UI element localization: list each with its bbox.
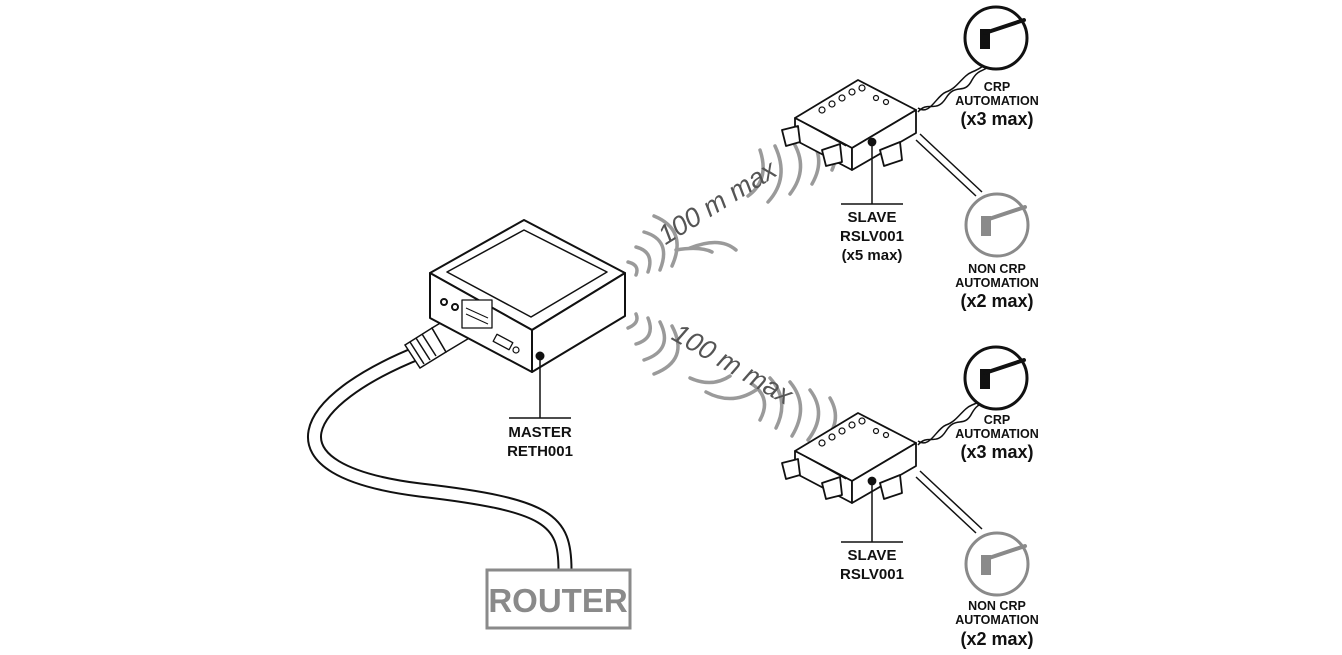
slave-top-label: SLAVE RSLV001 (x5 max) (840, 142, 904, 264)
crp-top-twisted-wire (917, 61, 991, 113)
range-top-label: 100 m max (653, 153, 783, 250)
crp-top-line2: AUTOMATION (955, 94, 1039, 108)
ethernet-cable-icon (307, 344, 573, 578)
master-device (429, 219, 626, 373)
crp-bottom-label: CRP AUTOMATION (x3 max) (955, 413, 1039, 462)
slave-bottom-line1: SLAVE (848, 547, 897, 564)
master-label: MASTER RETH001 (507, 356, 573, 460)
noncrp-top-line2: AUTOMATION (955, 276, 1039, 290)
noncrp-top-label: NON CRP AUTOMATION (x2 max) (955, 262, 1039, 311)
slave-top-line3: (x5 max) (842, 247, 903, 264)
barrier-gate-icon (963, 5, 1029, 71)
noncrp-top-line1: NON CRP (968, 262, 1026, 276)
slave-device-bottom (781, 412, 917, 504)
crp-top-line3: (x3 max) (960, 109, 1033, 129)
noncrp-bottom-cable (915, 470, 983, 534)
noncrp-bottom-line1: NON CRP (968, 599, 1026, 613)
crp-bottom-line2: AUTOMATION (955, 427, 1039, 441)
slave-device-top (781, 79, 917, 171)
crp-bottom-line1: CRP (984, 413, 1010, 427)
slave-bottom-label: SLAVE RSLV001 (840, 481, 904, 583)
slave-top-line2: RSLV001 (840, 228, 904, 245)
barrier-gate-icon (963, 345, 1029, 411)
noncrp-bottom-label: NON CRP AUTOMATION (x2 max) (955, 599, 1039, 649)
slave-top-line1: SLAVE (848, 209, 897, 226)
radio-waves-bottom-icon (626, 312, 838, 446)
crp-top-line1: CRP (984, 80, 1010, 94)
noncrp-top-cable (915, 133, 983, 197)
master-label-line2: RETH001 (507, 443, 573, 460)
master-label-line1: MASTER (508, 424, 572, 441)
barrier-gate-grey-icon (964, 192, 1030, 258)
noncrp-bottom-line3: (x2 max) (960, 629, 1033, 649)
crp-bottom-line3: (x3 max) (960, 442, 1033, 462)
noncrp-top-line3: (x2 max) (960, 291, 1033, 311)
barrier-gate-grey-icon (964, 531, 1030, 597)
router-box: ROUTER (485, 568, 632, 630)
crp-top-label: CRP AUTOMATION (x3 max) (955, 80, 1039, 129)
slave-bottom-line2: RSLV001 (840, 566, 904, 583)
noncrp-bottom-line2: AUTOMATION (955, 613, 1039, 627)
router-label: ROUTER (488, 582, 628, 619)
